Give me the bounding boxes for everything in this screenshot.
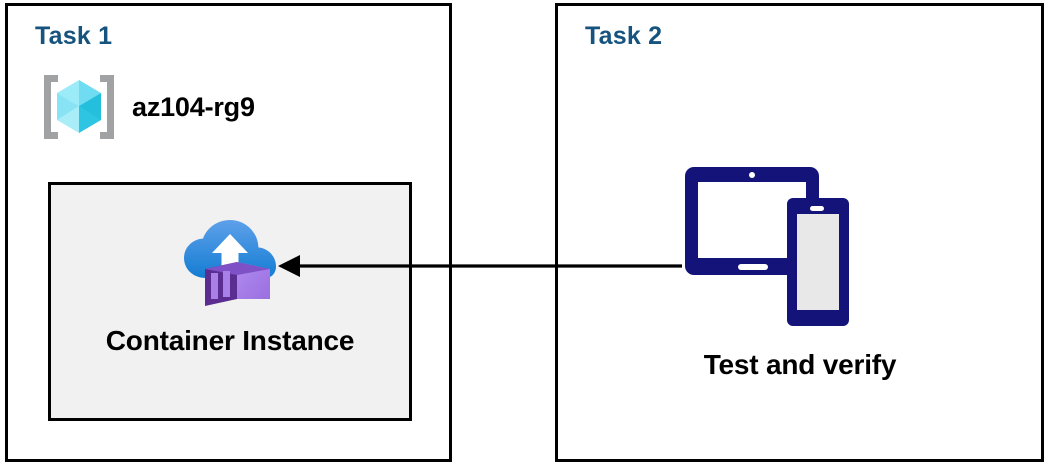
task-2-title: Task 2 bbox=[585, 22, 663, 50]
azure-resource-group-icon bbox=[44, 75, 114, 139]
resource-group-label: az104-rg9 bbox=[132, 91, 255, 122]
task-1-title: Task 1 bbox=[35, 22, 113, 50]
azure-container-instance-icon bbox=[184, 220, 276, 306]
tablet-and-phone-icon bbox=[685, 167, 849, 326]
container-instance-label: Container Instance bbox=[105, 325, 355, 356]
task-panel-1: Task 1 az104-rg9 bbox=[5, 3, 452, 462]
test-and-verify-label: Test and verify bbox=[703, 349, 897, 380]
container-instance-box: Container Instance bbox=[48, 182, 412, 421]
resource-group-row: az104-rg9 bbox=[40, 68, 255, 146]
